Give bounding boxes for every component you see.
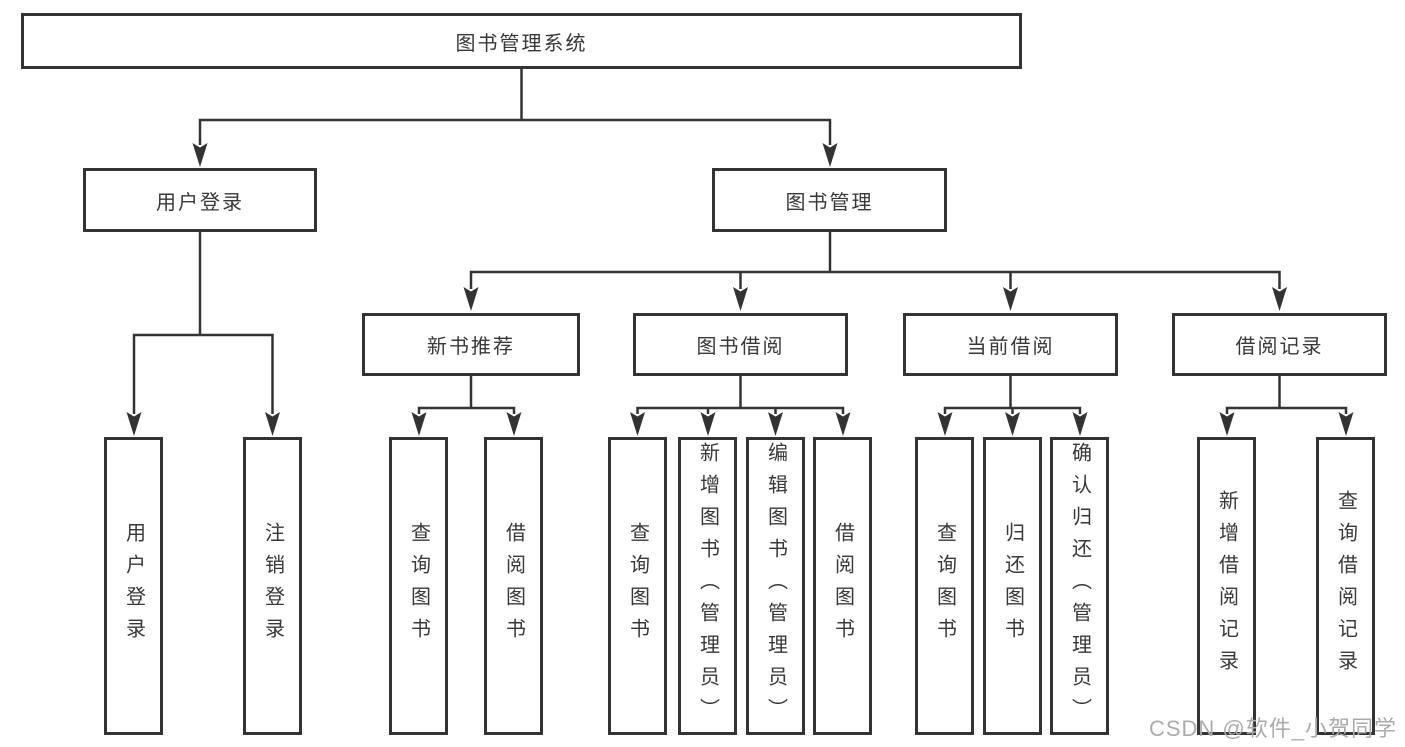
arrowhead-bookborrow-edit — [768, 412, 783, 436]
arrowhead-to-book-mgmt — [822, 143, 838, 167]
node-book-borrow: 图书借阅 — [633, 313, 848, 376]
leaf-newbook-query-books-label: 查询图书 — [407, 522, 430, 650]
node-new-book-recommend-label: 新书推荐 — [427, 336, 515, 358]
node-book-management-label: 图书管理 — [785, 191, 874, 214]
arrowhead-current-confirm — [1072, 412, 1088, 436]
csdn-watermark: CSDN @软件_小贺同学 — [1148, 716, 1397, 741]
leaf-bookborrow-query-books-label: 查询图书 — [626, 522, 649, 650]
arrowhead-to-book-borrow — [733, 287, 748, 311]
node-user-login: 用户登录 — [83, 168, 317, 232]
connector-root-to-level2 — [198, 68, 832, 145]
leaf-current-query-books-label: 查询图书 — [933, 522, 956, 650]
arrowhead-to-user-login — [192, 143, 208, 167]
arrowhead-bookborrow-borrow — [835, 412, 851, 436]
arrowhead-newbook-borrow — [506, 412, 522, 436]
connector-mgmt-to-level3 — [469, 231, 1281, 289]
arrowhead-bookborrow-query — [630, 412, 645, 436]
leaf-bookborrow-edit-books-admin-label: 编辑图书（管理员） — [764, 442, 787, 730]
leaf-bookborrow-borrow-books: 借阅图书 — [813, 437, 872, 735]
leaf-logout: 注销登录 — [243, 437, 302, 735]
arrowhead-current-return — [1005, 412, 1020, 436]
arrowhead-to-leaf-logout — [265, 412, 280, 436]
leaf-bookborrow-query-books: 查询图书 — [608, 437, 667, 735]
leaf-newbook-borrow-books: 借阅图书 — [484, 437, 543, 735]
leaf-user-login: 用户登录 — [104, 437, 163, 735]
node-book-borrow-label: 图书借阅 — [696, 336, 785, 358]
arrowhead-records-query — [1338, 412, 1354, 436]
connector-bookborrow-to-leaves — [636, 375, 845, 414]
node-new-book-recommend: 新书推荐 — [362, 313, 580, 376]
node-current-borrow: 当前借阅 — [903, 313, 1118, 376]
arrowhead-newbook-query — [411, 412, 427, 436]
arrowhead-bookborrow-add — [700, 412, 716, 436]
node-borrow-records-label: 借阅记录 — [1235, 336, 1324, 358]
leaf-bookborrow-add-books-admin: 新增图书（管理员） — [678, 437, 737, 735]
leaf-newbook-borrow-books-label: 借阅图书 — [502, 522, 525, 650]
leaf-logout-label: 注销登录 — [261, 522, 284, 650]
leaf-records-add-record-label: 新增借阅记录 — [1215, 490, 1238, 682]
leaf-current-return-books-label: 归还图书 — [1001, 522, 1024, 650]
arrowhead-to-leaf-login — [126, 412, 142, 436]
arrowhead-records-add — [1219, 412, 1235, 436]
arrowhead-to-current-borrow — [1003, 287, 1018, 311]
leaf-current-query-books: 查询图书 — [915, 437, 974, 735]
leaf-records-add-record: 新增借阅记录 — [1197, 437, 1256, 735]
node-user-login-label: 用户登录 — [156, 191, 244, 214]
leaf-newbook-query-books: 查询图书 — [389, 437, 448, 735]
connector-records-to-leaves — [1225, 375, 1348, 414]
leaf-bookborrow-edit-books-admin: 编辑图书（管理员） — [746, 437, 805, 735]
leaf-current-confirm-return-admin: 确认归还（管理员） — [1050, 437, 1109, 735]
node-root: 图书管理系统 — [21, 13, 1022, 69]
connector-newbook-to-leaves — [417, 375, 516, 414]
node-root-label: 图书管理系统 — [455, 32, 588, 55]
node-borrow-records: 借阅记录 — [1172, 313, 1387, 376]
leaf-bookborrow-borrow-books-label: 借阅图书 — [831, 522, 854, 650]
leaf-current-return-books: 归还图书 — [983, 437, 1042, 735]
leaf-records-query-record: 查询借阅记录 — [1316, 437, 1375, 735]
arrowhead-to-new-book — [463, 287, 479, 311]
leaf-current-confirm-return-admin-label: 确认归还（管理员） — [1068, 442, 1091, 730]
arrowhead-to-borrow-records — [1272, 287, 1287, 311]
connector-login-to-leaves — [132, 231, 274, 414]
leaf-user-login-label: 用户登录 — [122, 522, 145, 650]
node-current-borrow-label: 当前借阅 — [966, 336, 1055, 358]
node-book-management: 图书管理 — [712, 168, 947, 232]
connector-current-to-leaves — [943, 375, 1082, 414]
leaf-records-query-record-label: 查询借阅记录 — [1334, 490, 1357, 682]
arrowhead-current-query — [937, 412, 953, 436]
leaf-bookborrow-add-books-admin-label: 新增图书（管理员） — [696, 442, 719, 730]
